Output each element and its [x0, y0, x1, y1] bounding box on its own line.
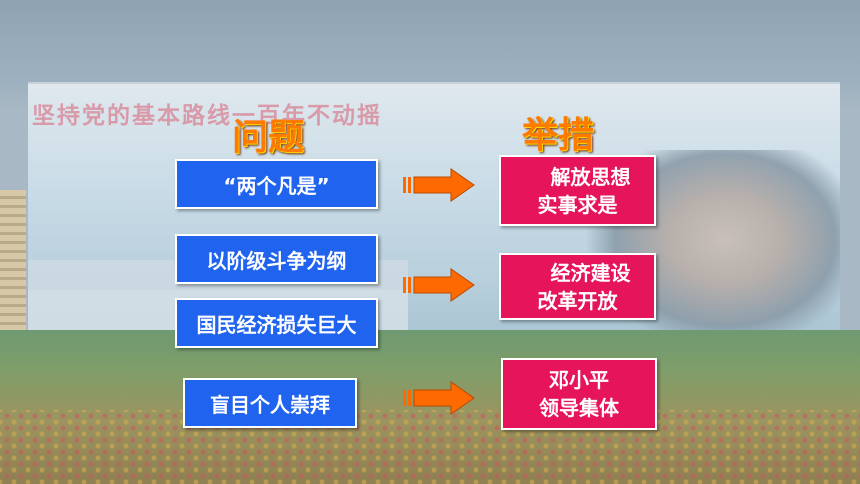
problem-box[interactable]: 以阶级斗争为纲 — [175, 234, 378, 284]
arrow-right-icon — [403, 381, 475, 415]
measure-box[interactable]: 经济建设 改革开放 — [499, 253, 656, 320]
arrow-right-icon — [403, 168, 475, 202]
heading-problems: 问题 — [232, 117, 305, 158]
measure-line: 领导集体 — [539, 396, 619, 420]
measure-line: 经济建设 — [550, 260, 631, 285]
measure-box[interactable]: 邓小平 领导集体 — [501, 358, 657, 430]
measure-line: 实事求是 — [537, 192, 618, 217]
measure-line: 邓小平 — [549, 368, 609, 392]
background-flowers — [0, 410, 860, 484]
measure-line: 解放思想 — [550, 164, 631, 189]
problem-box[interactable]: “两个凡是” — [175, 159, 378, 209]
problem-box[interactable]: 盲目个人崇拜 — [183, 378, 357, 428]
background-building — [0, 190, 26, 350]
arrow-right-icon — [403, 268, 475, 302]
measure-line: 改革开放 — [537, 288, 618, 313]
measure-box[interactable]: 解放思想 实事求是 — [499, 155, 656, 226]
billboard-slogan: 坚持党的基本路线一百年不动摇 — [32, 103, 382, 129]
problem-box[interactable]: 国民经济损失巨大 — [175, 298, 378, 348]
heading-measures: 举措 — [522, 115, 595, 156]
